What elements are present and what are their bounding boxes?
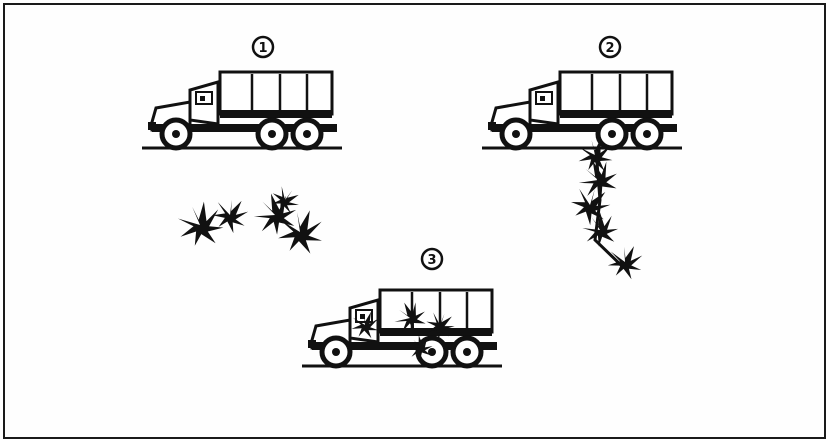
truck-1 — [142, 72, 342, 148]
panel-1: 1 — [142, 37, 342, 258]
truck-2 — [482, 72, 682, 148]
explosion-cluster-1 — [178, 181, 329, 258]
panel-3: 3 — [302, 249, 502, 366]
panel-number-3: 3 — [427, 253, 436, 268]
truck-3 — [302, 290, 502, 366]
panel-number-1: 1 — [258, 41, 267, 56]
panel-2: 2 — [482, 37, 682, 283]
panel-number-2: 2 — [605, 41, 614, 56]
explosion-trail-2 — [564, 134, 648, 283]
